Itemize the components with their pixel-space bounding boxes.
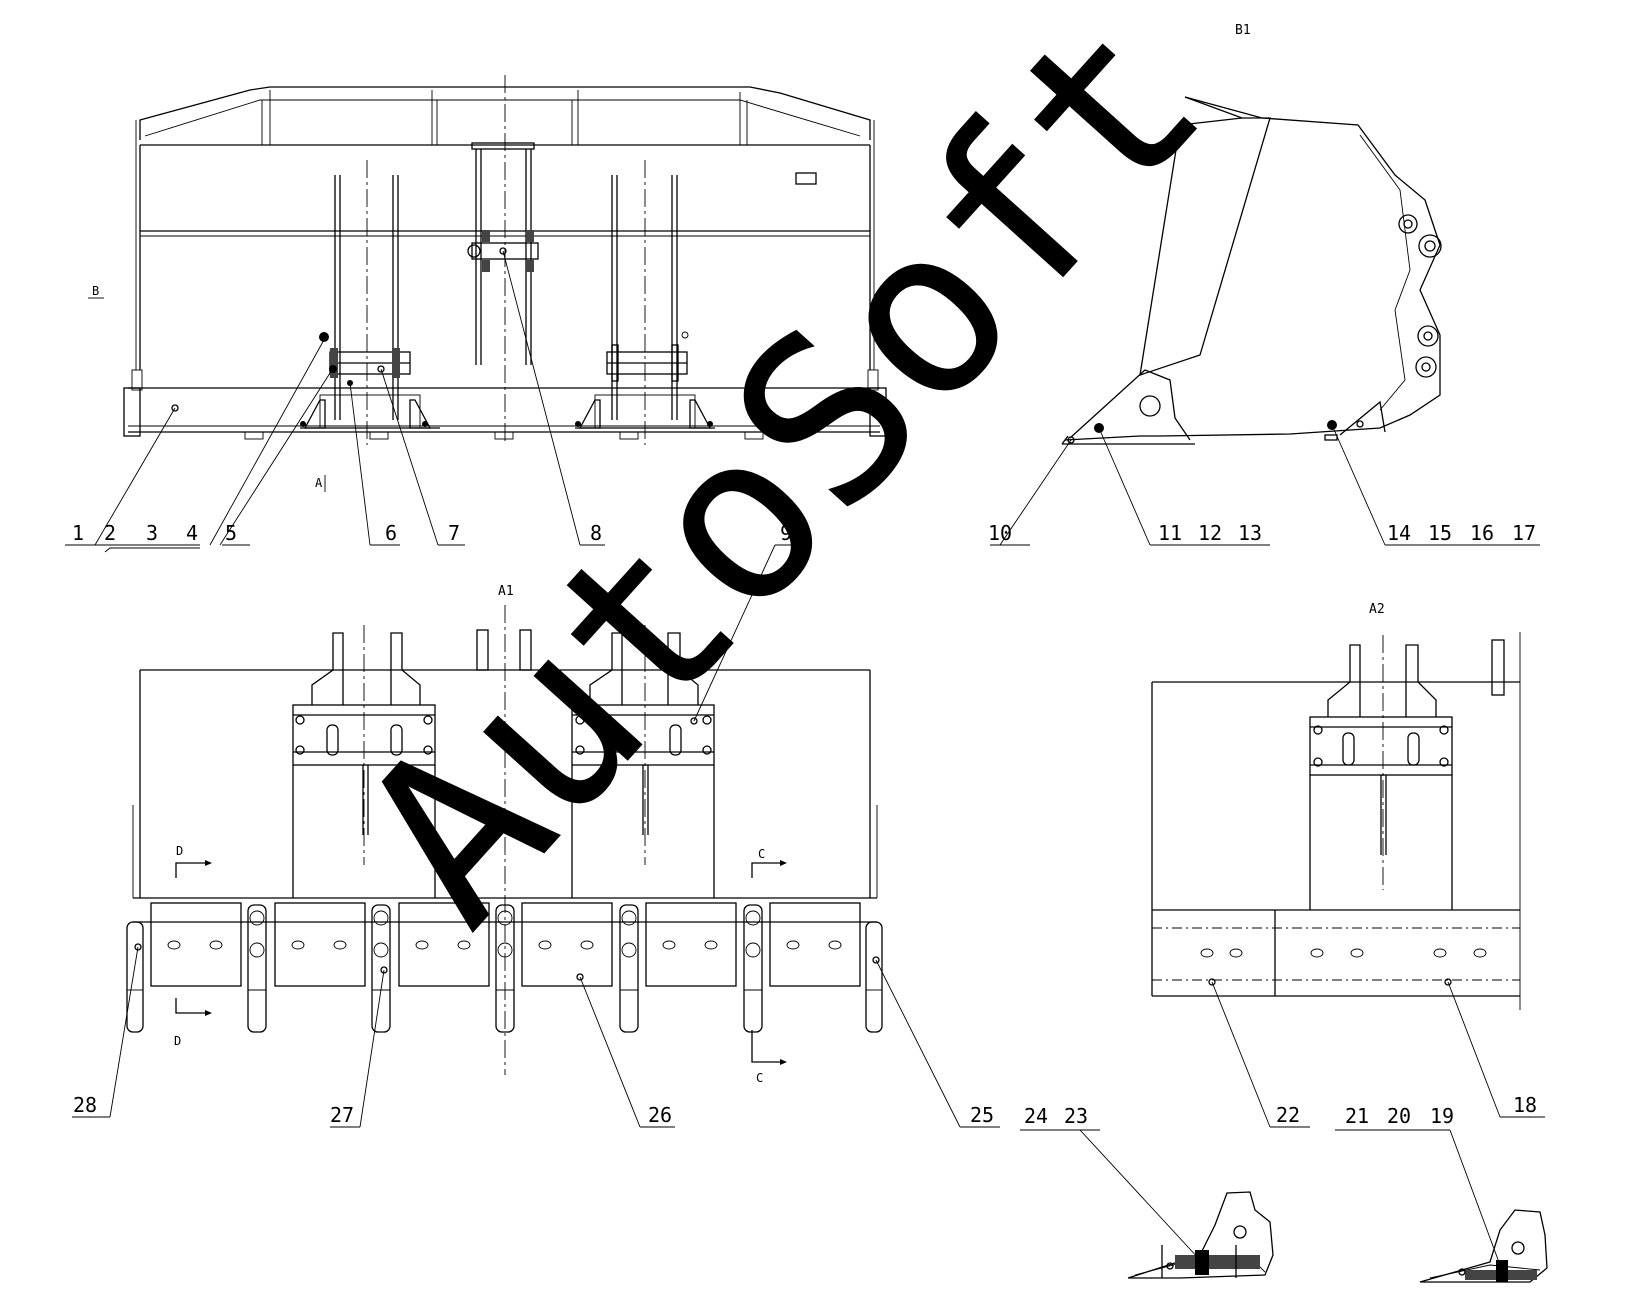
callout-12: 12: [1198, 521, 1222, 545]
callout-18: 18: [1513, 1093, 1537, 1117]
callout-22: 22: [1276, 1103, 1300, 1127]
section-mark-c-top: C: [758, 847, 765, 861]
callout-3: 3: [146, 521, 158, 545]
callout-2: 2: [104, 521, 116, 545]
callout-10: 10: [988, 521, 1012, 545]
callout-4: 4: [186, 521, 198, 545]
callout-1: 1: [72, 521, 84, 545]
side-view-bucket: [1061, 96, 1442, 445]
detail-tooth-section-right: [1419, 1209, 1548, 1283]
callout-16: 16: [1470, 521, 1494, 545]
callout-8: 8: [590, 521, 602, 545]
callout-7: 7: [448, 521, 460, 545]
callout-13: 13: [1238, 521, 1262, 545]
section-mark-c-bottom: C: [756, 1071, 763, 1085]
callout-25: 25: [970, 1103, 994, 1127]
view-label-a1: A1: [498, 584, 514, 599]
callout-6: 6: [385, 521, 397, 545]
callout-27: 27: [330, 1103, 354, 1127]
top-view-bucket: [123, 75, 887, 445]
watermark: AutoSoft: [312, 0, 1252, 972]
view-label-a2: A2: [1369, 602, 1385, 617]
section-mark-d-top: D: [176, 844, 183, 858]
callout-17: 17: [1512, 521, 1536, 545]
callout-5: 5: [225, 521, 237, 545]
callout-21: 21: [1345, 1104, 1369, 1128]
partial-view-bucket: [1151, 632, 1521, 1010]
callout-24: 24: [1024, 1104, 1048, 1128]
callout-26: 26: [648, 1103, 672, 1127]
callout-11: 11: [1158, 521, 1182, 545]
callout-15: 15: [1428, 521, 1452, 545]
detail-tooth-section-left: [1127, 1191, 1274, 1279]
leader-lines: [65, 250, 1545, 1266]
callout-numbers: 1 2 3 4 5 6 7 8 9 10 11 12 13 14 15 16 1…: [72, 521, 1537, 1128]
callout-9: 9: [780, 521, 792, 545]
callout-14: 14: [1387, 521, 1411, 545]
section-mark-d-bottom: D: [174, 1034, 181, 1048]
callout-20: 20: [1387, 1104, 1411, 1128]
callout-28: 28: [73, 1093, 97, 1117]
section-mark-b: B: [92, 284, 99, 298]
callout-19: 19: [1430, 1104, 1454, 1128]
view-label-b1: B1: [1235, 23, 1251, 38]
plan-view-bucket: [126, 605, 883, 1075]
callout-23: 23: [1064, 1104, 1088, 1128]
section-mark-a: A: [315, 476, 323, 490]
